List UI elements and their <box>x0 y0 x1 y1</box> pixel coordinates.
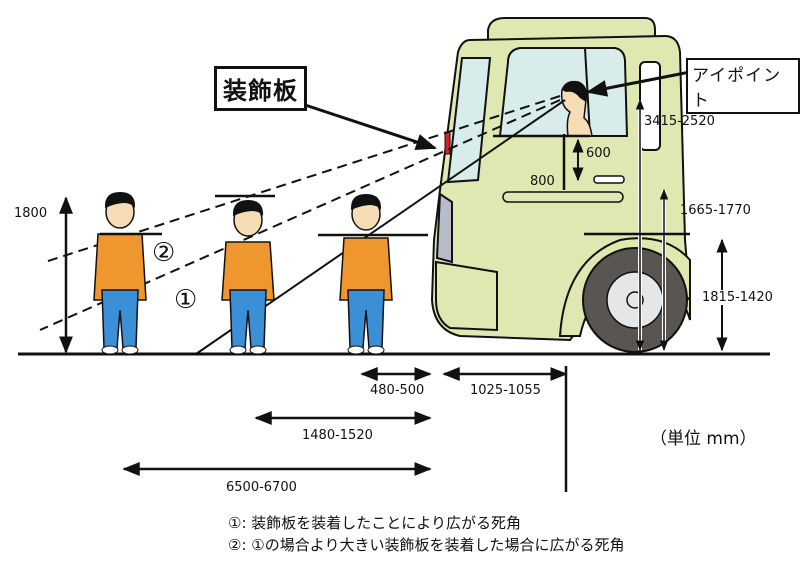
unit-label: （単位 mm） <box>650 429 757 449</box>
decor-callout-pointer <box>289 98 437 151</box>
person-3 <box>339 194 393 355</box>
label-person-height: 1800 <box>14 206 48 221</box>
label-eye-to-window: 600 <box>586 146 611 161</box>
person-2 <box>221 200 275 355</box>
legend: ①: 装飾板を装着したことにより広がる死角 ②: ①の場合より大きい装飾板を装着… <box>228 512 624 556</box>
label-second-person-distance: 1480-1520 <box>302 428 373 443</box>
label-front-overhang: 1025-1055 <box>470 383 541 398</box>
legend-item: ②: ①の場合より大きい装飾板を装着した場合に広がる死角 <box>228 534 624 556</box>
decor-panel-marker <box>444 131 451 155</box>
legend-text: 装飾板を装着したことにより広がる死角 <box>251 514 521 532</box>
legend-text: ①の場合より大きい装飾板を装着した場合に広がる死角 <box>251 536 625 554</box>
truck-cab <box>430 17 691 353</box>
windshield <box>446 57 492 184</box>
door-step-strip <box>502 191 624 203</box>
label-gap: 480-500 <box>370 383 425 398</box>
front-bumper <box>435 260 498 332</box>
legend-item: ①: 装飾板を装着したことにより広がる死角 <box>228 512 624 534</box>
rear-window <box>639 61 661 151</box>
label-wheel-height: 1815-1420 <box>702 290 773 305</box>
label-eye-height: 3415-2520 <box>644 114 715 129</box>
person-1 <box>93 192 147 355</box>
region-marker-1: ① <box>174 285 198 315</box>
legend-marker: ②: <box>228 536 247 554</box>
driver <box>560 80 593 137</box>
decor-panel-callout: 装飾板 <box>214 66 307 111</box>
label-fender-top: 1665-1770 <box>680 203 751 218</box>
headlight-panel <box>435 192 453 264</box>
label-window-height: 800 <box>530 174 555 189</box>
region-marker-2: ② <box>152 238 176 268</box>
eye-point-callout: アイポイント <box>686 58 800 114</box>
truck-roof <box>487 17 656 41</box>
eyepoint-callout-pointer <box>585 70 691 97</box>
label-first-person-distance: 6500-6700 <box>226 480 297 495</box>
door-handle <box>593 175 625 184</box>
legend-marker: ①: <box>228 514 247 532</box>
